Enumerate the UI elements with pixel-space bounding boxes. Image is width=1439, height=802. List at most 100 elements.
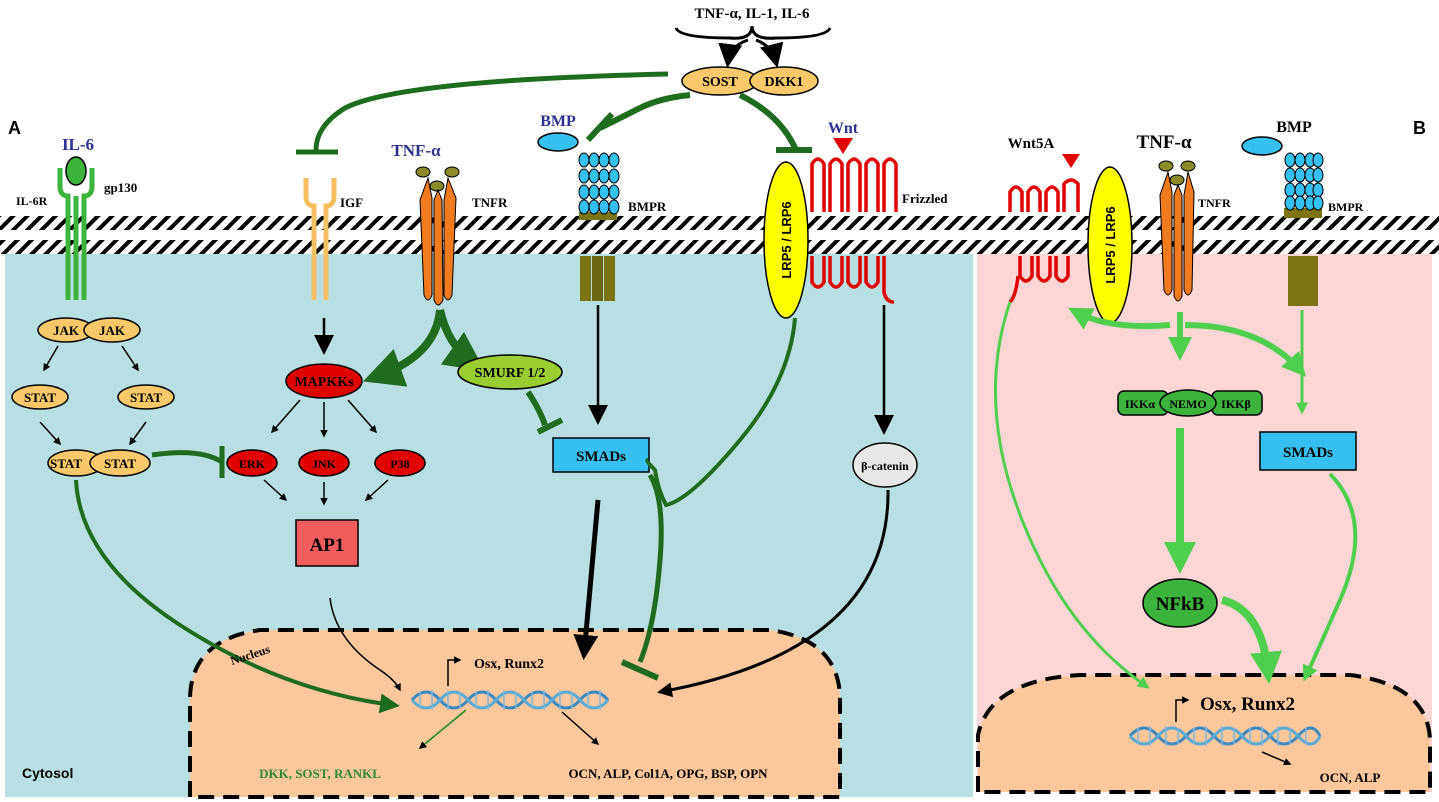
bmpr-receptor-a (578, 152, 620, 301)
nucleus-a (188, 628, 842, 799)
arrow-stat-dimer-2 (129, 421, 147, 446)
stat-node-4 (89, 449, 151, 477)
jak-label-2: JAK (99, 323, 126, 338)
dna-helix-a (410, 690, 610, 710)
jnk-node (298, 449, 350, 477)
tnfa-label-b: TNF-α (1137, 132, 1192, 153)
bmp-label-a: BMP (540, 113, 576, 130)
arrow-to-sost (718, 38, 749, 68)
targets-black: OCN, ALP, Col1A, OPG, BSP, OPN (568, 766, 768, 781)
inhibit-smads-line (525, 390, 548, 426)
arrow-smads-nucleus (573, 499, 601, 660)
tnfr-receptor-a (415, 166, 460, 306)
mapkks-node (285, 363, 363, 399)
arrow-wnt5a-nucleus (993, 301, 1150, 689)
promoter-arrow-a (447, 656, 462, 686)
inhibit-smads-bar (536, 417, 564, 435)
tnfr-label-b: TNFR (1198, 196, 1231, 210)
frizzled-intracellular (810, 256, 895, 304)
bmp-ligand-b (1241, 136, 1283, 156)
bmpr-label-a: BMPR (628, 199, 667, 214)
arrow-stat-to-nucleus (74, 479, 400, 714)
arrow-p38-ap1 (364, 479, 389, 502)
erk-node (226, 449, 278, 477)
jnk-label: JNK (312, 457, 337, 471)
wnt5a-receptor-intracellular (1008, 256, 1070, 304)
ikka-label: IKKα (1125, 397, 1155, 411)
arrow-tnfr-wnt5a (1068, 307, 1171, 330)
arrow-mapkks-p38 (347, 399, 377, 434)
il6r-chain (57, 168, 71, 300)
wnt5a-ligand (1062, 154, 1080, 168)
panel-label-a: A (8, 118, 21, 138)
frizzled-extracellular (810, 157, 898, 212)
bmpr-receptor-b (1284, 152, 1324, 306)
inhibit-erk-line (151, 450, 224, 465)
osx-label-a: Osx, Runx2 (474, 657, 544, 672)
jak-node-2 (83, 317, 141, 343)
smurf-label: SMURF 1/2 (475, 366, 546, 381)
membrane-outer (0, 216, 1439, 230)
bmp-label-b: BMP (1276, 119, 1312, 136)
lrp-smad-link (645, 317, 797, 508)
bmp-ligand-a (537, 132, 579, 152)
nfkb-node (1142, 578, 1218, 628)
stat-label-4: STAT (104, 456, 136, 471)
sost-label: SOST (702, 75, 738, 90)
dkk1-label: DKK1 (765, 75, 804, 90)
inhibit-bmpr-line (598, 92, 691, 131)
ikkb-label: IKKβ (1221, 397, 1251, 411)
il6r-label: IL-6R (16, 194, 48, 208)
stimuli-brace (674, 25, 832, 40)
il6-ligand (65, 156, 87, 186)
stat-node-1 (11, 384, 69, 410)
stat-label-2: STAT (130, 390, 162, 405)
tnfr-receptor-b (1158, 160, 1196, 302)
igf-receptor-right (323, 178, 337, 300)
arrow-bcatenin-nucleus (657, 489, 890, 698)
tnfa-label-a: TNF-α (391, 141, 441, 160)
inhibit-runx2-line (637, 473, 664, 663)
wnt5a-label: Wnt5A (1008, 136, 1055, 152)
erk-label: ERK (239, 457, 266, 471)
arrow-ap1-nucleus (329, 597, 401, 692)
stat-label-3: STAT (50, 456, 82, 471)
osx-label-b: Osx, Runx2 (1200, 694, 1295, 715)
arrow-jak-stat-2 (121, 345, 139, 372)
igf-label: IGF (340, 195, 363, 210)
smads-label-a: SMADs (576, 449, 626, 465)
gp130-chain (81, 168, 95, 300)
inhibit-runx2-bar (620, 659, 660, 681)
inhibit-lrp-line (738, 92, 798, 150)
jak-label-1: JAK (53, 323, 80, 338)
wnt-label: Wnt (828, 120, 859, 137)
arrow-mapkks-erk (271, 399, 301, 434)
arrow-nfkb-nucleus (1220, 596, 1282, 684)
ikk-complex (1117, 389, 1263, 417)
inhibit-igf-line (313, 71, 669, 151)
dkk1-node (749, 66, 819, 96)
ap1-box (295, 519, 359, 567)
arrow-to-black-targets (561, 711, 600, 745)
arrow-tnfr-smurf (436, 309, 486, 372)
bmpr-label-b: BMPR (1328, 200, 1364, 214)
tnfr-label-a: TNFR (472, 195, 508, 210)
wnt-ligand (833, 138, 853, 154)
lrp-label-b: LRP5 / LRP6 (1103, 206, 1118, 283)
promoter-arrow-b (1175, 696, 1190, 722)
arrow-smads-nucleus-b (1302, 472, 1358, 682)
inhibit-bmpr-bar (585, 111, 615, 143)
arrow-jak-stat-1 (43, 345, 59, 372)
dna-helix-b (1128, 726, 1322, 746)
il6-label: IL-6 (62, 135, 94, 154)
wnt5a-receptor-extracellular (1008, 178, 1080, 212)
arrow-to-green-targets (418, 709, 467, 749)
panel-label-b: B (1413, 118, 1426, 138)
nemo-label: NEMO (1169, 397, 1206, 411)
targets-b: OCN, ALP (1320, 770, 1381, 785)
arrow-tnfr-smads (1184, 322, 1306, 377)
stimuli-label: TNF-α, IL-1, IL-6 (694, 6, 810, 22)
p38-label: P38 (390, 457, 409, 471)
